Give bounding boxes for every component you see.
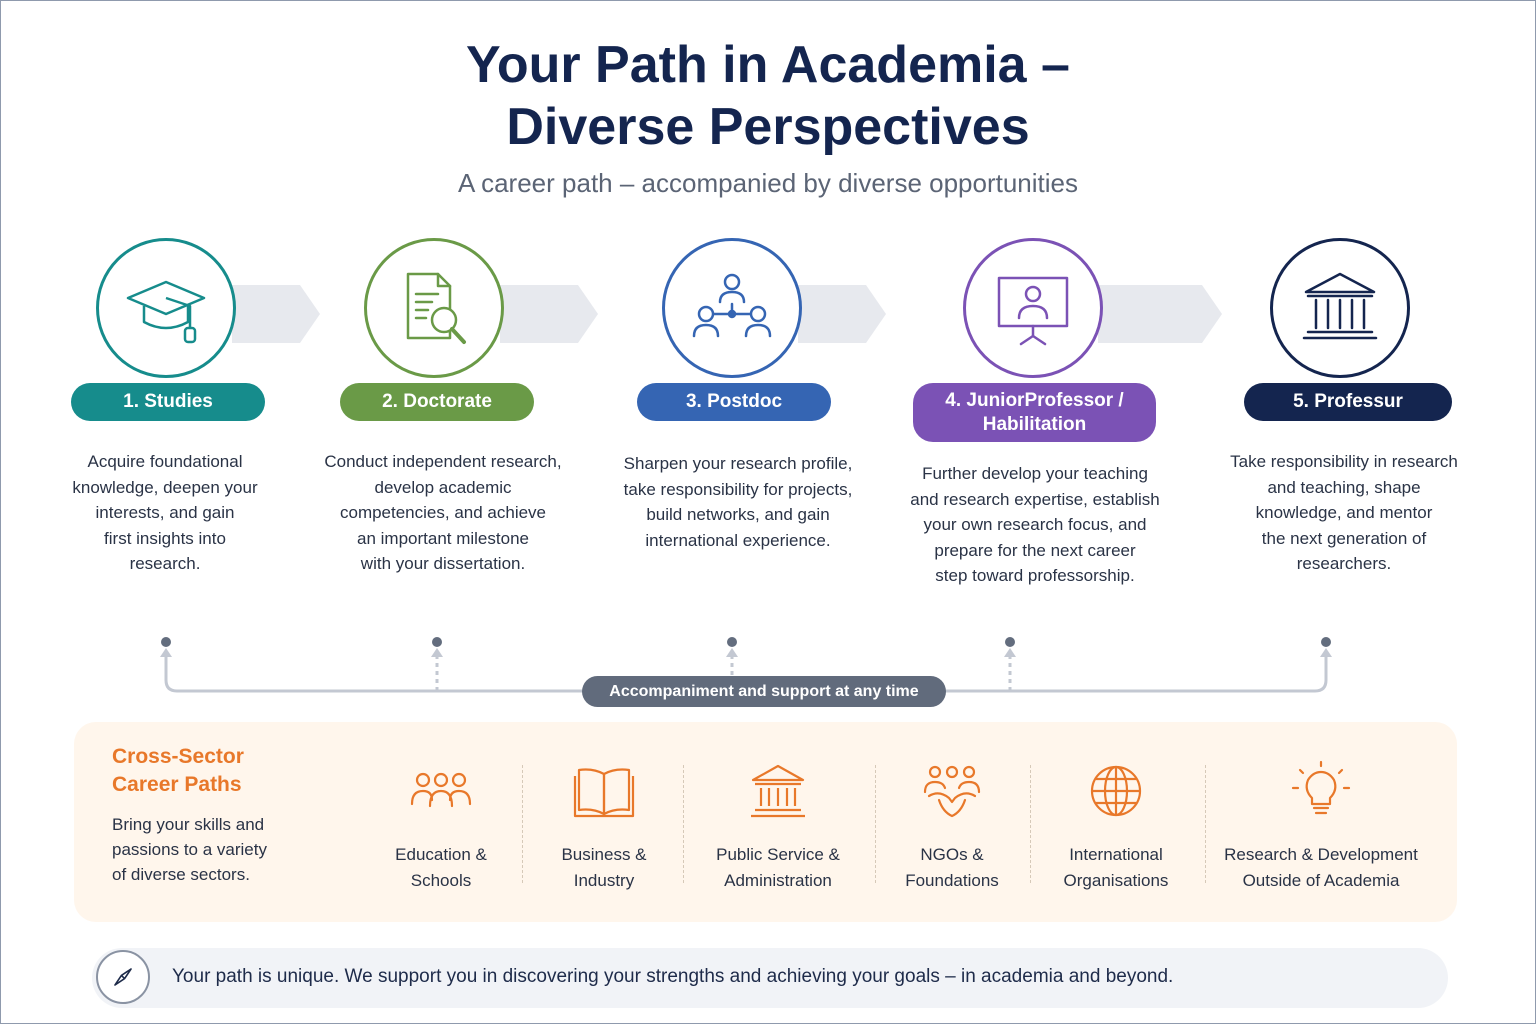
people-group-icon	[410, 772, 472, 808]
globe-icon	[1090, 765, 1142, 817]
presentation-board-icon	[997, 276, 1069, 346]
step-4-description: Further develop your teaching and resear…	[910, 464, 1160, 585]
sector-divider	[875, 765, 876, 883]
cross-sector-panel	[74, 722, 1457, 922]
support-label: Accompaniment and support at any time	[582, 676, 946, 707]
sector-divider	[683, 765, 684, 883]
sector-label: Research & Development Outside of Academ…	[1224, 845, 1418, 890]
sector-label: Education & Schools	[395, 845, 487, 890]
title-line-1: Your Path in Academia –	[466, 36, 1070, 94]
footer-bar	[92, 948, 1448, 1008]
community-hands-icon	[923, 765, 981, 818]
step-3-circle	[662, 238, 802, 378]
sector-divider	[522, 765, 523, 883]
footer-message: Your path is unique. We support you in d…	[172, 966, 1174, 987]
step-2-pill: 2. Doctorate	[340, 383, 534, 421]
step-1-description: Acquire foundational knowledge, deepen y…	[72, 452, 258, 573]
step-1-circle	[96, 238, 236, 378]
connector-arrowheads	[160, 648, 1332, 657]
open-book-icon	[573, 768, 635, 818]
sector-item-international: International Organisations	[1031, 760, 1201, 894]
document-search-icon	[406, 272, 466, 344]
sector-item-ngos: NGOs & Foundations	[867, 760, 1037, 894]
page-title: Your Path in Academia – Diverse Perspect…	[0, 34, 1536, 158]
step-3-pill: 3. Postdoc	[637, 383, 831, 421]
step-4-circle	[963, 238, 1103, 378]
title-line-2: Diverse Perspectives	[506, 98, 1030, 156]
step-2-circle	[364, 238, 504, 378]
step-4-pill-line-2: Habilitation	[982, 413, 1087, 435]
chevron-2-3	[500, 285, 598, 343]
sector-item-business: Business & Industry	[519, 760, 689, 894]
step-4-pill-line-1: 4. JuniorProfessor /	[945, 389, 1124, 411]
graduation-cap-icon	[126, 280, 206, 344]
step-4-pill: 4. JuniorProfessor / Habilitation	[913, 383, 1156, 442]
sector-label: NGOs & Foundations	[905, 845, 999, 890]
step-3-description: Sharpen your research profile, take resp…	[623, 454, 853, 550]
sector-item-public-service: Public Service & Administration	[693, 760, 863, 894]
step-2-description: Conduct independent research, develop ac…	[324, 452, 562, 573]
step-5-description: Take responsibility in research and teac…	[1230, 452, 1458, 573]
sector-label: Public Service & Administration	[716, 845, 840, 890]
chevron-3-4	[798, 285, 886, 343]
sector-divider	[1030, 765, 1031, 883]
step-5-pill: 5. Professur	[1244, 383, 1452, 421]
sector-item-education: Education & Schools	[356, 760, 526, 894]
cross-sector-text: Bring your skills and passions to a vari…	[112, 815, 267, 884]
cross-sector-title: Cross-Sector Career Paths	[112, 745, 244, 796]
compass-icon	[114, 968, 132, 986]
step-5-circle	[1270, 238, 1410, 378]
sector-item-research-development: Research & Development Outside of Academ…	[1206, 760, 1436, 894]
page-subtitle: A career path – accompanied by diverse o…	[457, 168, 1079, 198]
chevron-1-2	[232, 285, 320, 343]
step-1-pill: 1. Studies	[71, 383, 265, 421]
network-people-icon	[692, 273, 772, 338]
step-chevrons	[232, 285, 1222, 343]
university-building-icon	[1302, 272, 1378, 340]
chevron-4-5	[1098, 285, 1222, 343]
connector-dots	[161, 637, 1331, 647]
government-building-icon	[751, 764, 805, 818]
compass-badge	[96, 950, 150, 1004]
light-bulb-icon	[1291, 760, 1351, 815]
sector-divider	[1205, 765, 1206, 883]
sector-label: International Organisations	[1063, 845, 1169, 890]
sector-label: Business & Industry	[561, 845, 647, 890]
